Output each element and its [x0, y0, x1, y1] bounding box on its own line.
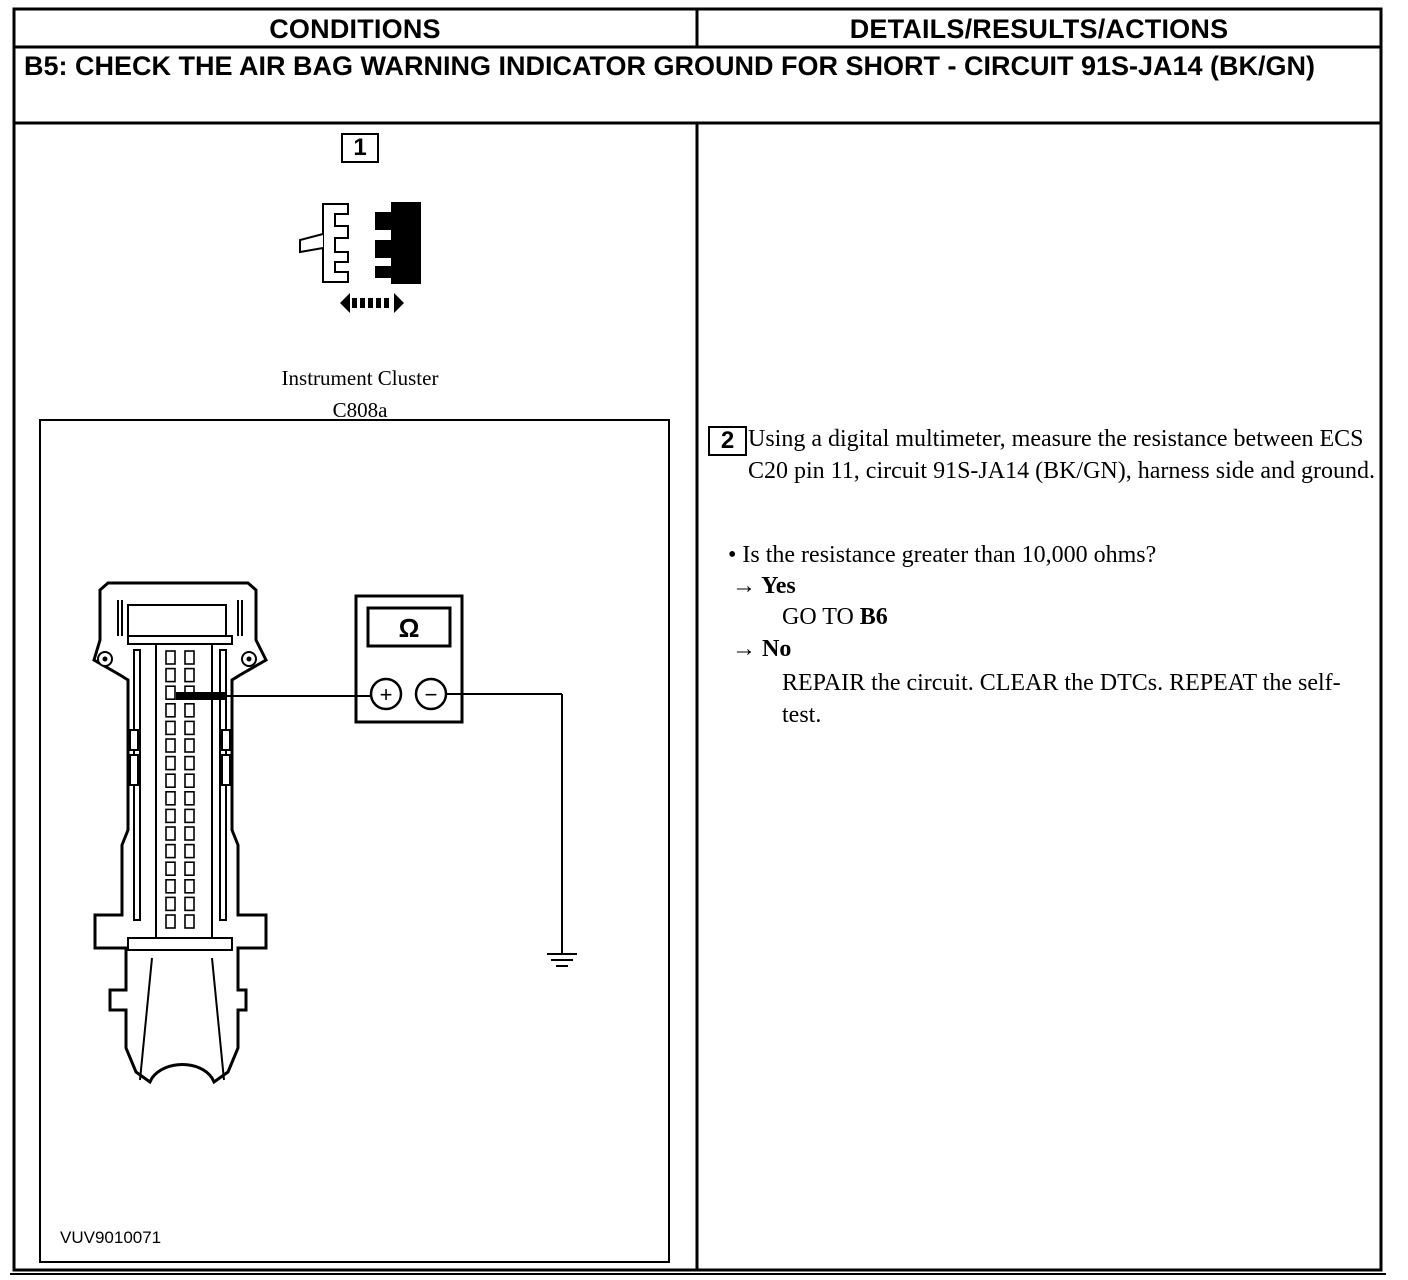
right-arrow-icon: → [732, 573, 756, 599]
no-action: REPAIR the circuit. CLEAR the DTCs. REPE… [782, 670, 1341, 728]
pin-cavity [165, 914, 176, 929]
pin-cavity [165, 808, 176, 824]
plus-label: + [380, 682, 393, 707]
step-1-number: 1 [341, 133, 379, 163]
minus-label: − [425, 682, 438, 707]
pin-cavity [165, 720, 176, 736]
ohm-symbol: Ω [399, 613, 420, 643]
details-header: DETAILS/RESULTS/ACTIONS [849, 13, 1229, 44]
pin-cavity [165, 861, 176, 877]
pin-cavity [165, 755, 176, 771]
no-branch: → No [732, 636, 791, 663]
pin-cavity [184, 790, 195, 806]
pin-cavity [165, 878, 176, 894]
pin-cavity [165, 667, 176, 683]
step-2-number: 2 [708, 426, 747, 456]
conditions-header: CONDITIONS [269, 13, 441, 44]
connector-disconnect-icon [299, 202, 421, 313]
ground-symbol-icon [547, 953, 577, 967]
connector-id: C808a [332, 398, 388, 422]
no-label: No [762, 636, 792, 662]
pin-cavity [184, 861, 195, 877]
pin-cavity [165, 650, 176, 665]
pin-cavity [184, 667, 195, 683]
multimeter: Ω + − [354, 594, 464, 724]
pin-cavity [165, 790, 176, 806]
pin-cavity [184, 738, 195, 753]
step-2-instruction: Using a digital multimeter, measure the … [748, 426, 1376, 484]
probe-tip [176, 692, 226, 700]
pin-cavity [184, 896, 195, 912]
pin-cavity [184, 914, 195, 929]
yes-branch: → Yes [732, 573, 796, 600]
positive-jack-icon [369, 677, 403, 711]
pin-cavity [184, 755, 195, 771]
pin-cavity [184, 720, 195, 736]
yes-label: Yes [761, 573, 796, 599]
step-2-question: • Is the resistance greater than 10,000 … [728, 542, 1157, 568]
pin-cavity [184, 826, 195, 841]
pin-cavity [184, 650, 195, 665]
connector-label: Instrument Cluster C808a [200, 362, 520, 426]
pin-cavity [184, 773, 195, 789]
pin-cavity [165, 773, 176, 789]
harness-connector [92, 581, 268, 1085]
pin-cavity [184, 702, 195, 718]
pin-cavity [165, 896, 176, 912]
figure-frame [39, 419, 670, 1263]
step-title: B5: CHECK THE AIR BAG WARNING INDICATOR … [24, 51, 1316, 81]
pin-cavity [184, 878, 195, 894]
goto-target-link[interactable]: B6 [859, 604, 888, 630]
figure-code: VUV9010071 [60, 1228, 162, 1247]
step-2: 2 Using a digital multimeter, measure th… [708, 424, 1378, 487]
pin-cavity [184, 843, 195, 859]
pin-cavity [165, 738, 176, 753]
test-leads [176, 692, 563, 954]
pin-cavity [165, 685, 176, 701]
yes-action: GO TO B6 [782, 604, 888, 631]
pin-cavity [165, 702, 176, 718]
pin-cavity [165, 826, 176, 841]
pin-cavity [184, 808, 195, 824]
connector-name: Instrument Cluster [281, 366, 439, 390]
goto-text: GO TO [782, 604, 860, 630]
right-arrow-icon: → [732, 636, 756, 662]
pin-cavity [165, 843, 176, 859]
